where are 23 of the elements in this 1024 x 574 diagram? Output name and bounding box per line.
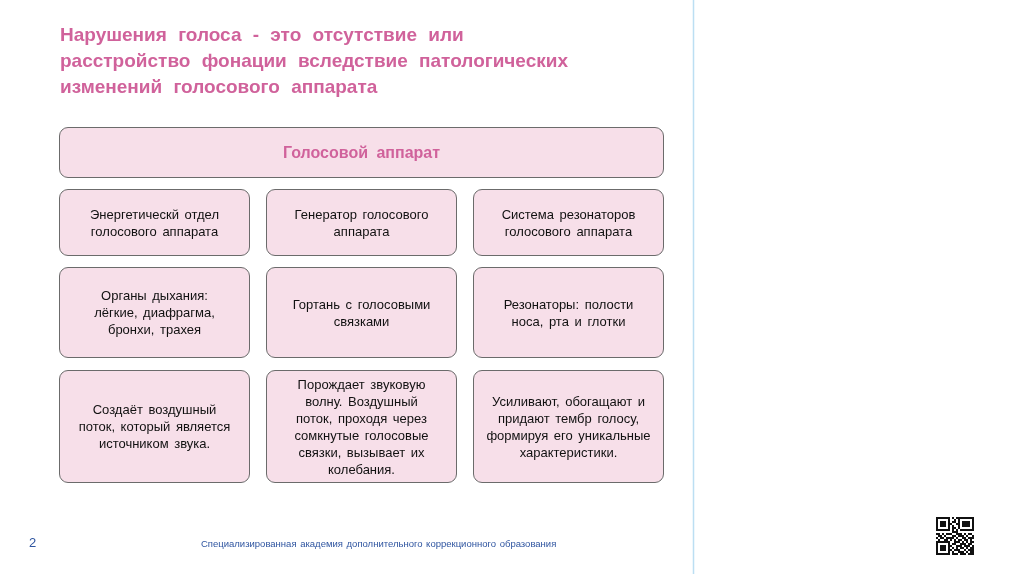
- footer-text: Специализированная академия дополнительного коррекционного образования: [201, 538, 557, 549]
- heading-box: [59, 127, 664, 178]
- description-text: Энергетическй отдел голосового аппарата: [89, 205, 220, 240]
- description-text: Создаёт воздушный поток, который является источником звука.: [77, 401, 232, 452]
- heading-text: Голосовой аппарат: [282, 144, 441, 161]
- info-box: [266, 267, 457, 358]
- info-box: [59, 189, 250, 256]
- description-text: Гортань с голосовыми связками: [291, 295, 432, 330]
- description-text: Резонаторы: полости носа, рта и глотки: [502, 295, 635, 330]
- description-text: Порождает звуковую волну. Воздушный поток, проходя через сомкнутые голосовые связки, вызывает их колебания.: [293, 375, 430, 478]
- description-text: Усиливают, обогащают и придают тембр голосу, формируя его уникальные характеристики.: [485, 392, 652, 461]
- info-box: [59, 370, 250, 483]
- info-box: [266, 189, 457, 256]
- info-box: [473, 370, 664, 483]
- info-box: [473, 267, 664, 358]
- description-text: Органы дыхания: лёгкие, диафрагма, бронхи, трахея: [93, 287, 216, 338]
- slide-title: Нарушения голоса - это отсутствие или расстройство фонации вследствие патологических изменений голосового аппарата: [60, 23, 569, 99]
- info-box: [59, 267, 250, 358]
- description-text: Генератор голосового аппарата: [293, 205, 430, 240]
- info-box: [473, 189, 664, 256]
- description-text: Система резонаторов голосового аппарата: [500, 205, 637, 240]
- page-number: 2: [29, 535, 37, 550]
- info-box: [266, 370, 457, 483]
